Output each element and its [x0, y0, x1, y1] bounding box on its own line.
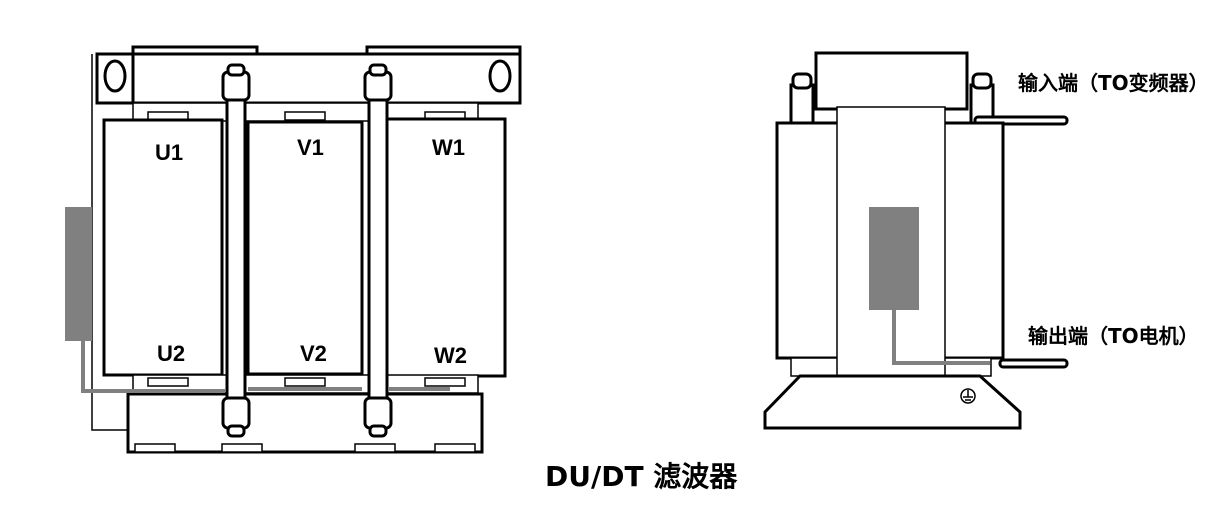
nameplate-side: [869, 207, 919, 310]
foot: [134, 443, 176, 453]
bottom-yoke: [126, 392, 484, 454]
coil-v: [246, 120, 364, 376]
foot: [434, 443, 476, 453]
diagram-title: DU/DT 滤波器: [545, 460, 738, 493]
mounting-hole-right: [488, 59, 512, 93]
ground-wire-front: [81, 341, 450, 393]
coil-u: [102, 118, 224, 377]
input-terminal-label: 输入端（TO变频器）: [1018, 71, 1209, 95]
terminal-v1-label: V1: [297, 135, 324, 160]
top-yoke: [95, 52, 522, 105]
ground-wire-side: [892, 310, 990, 365]
coil-tab: [424, 377, 466, 387]
base-side: [763, 374, 1022, 430]
coil-tab: [284, 377, 326, 387]
terminal-u1-label: U1: [155, 140, 183, 165]
output-terminal-label: 输出端（TO电机）: [1028, 324, 1199, 348]
terminal-v2-label: V2: [300, 341, 327, 366]
mounting-hole-left: [103, 59, 127, 93]
front-view: U1 V1 W1 U2 V2 W2: [65, 45, 522, 454]
terminal-u2-label: U2: [157, 341, 185, 366]
tie-rod-right: [363, 63, 393, 438]
coil-tab: [284, 111, 326, 121]
terminal-post-left: [789, 72, 815, 125]
foot: [354, 443, 396, 453]
output-lead: [998, 358, 1069, 369]
terminal-w1-label: W1: [432, 135, 465, 160]
ground-symbol-icon: [960, 388, 976, 404]
terminal-w2-label: W2: [434, 343, 467, 368]
coil-tab: [147, 377, 189, 387]
foot: [221, 443, 263, 453]
top-yoke-side: [814, 51, 969, 111]
nameplate-front: [65, 207, 92, 341]
tie-rod-left: [221, 63, 251, 438]
side-view: 输入端（TO变频器） 输出端（TO电机）: [763, 51, 1209, 430]
